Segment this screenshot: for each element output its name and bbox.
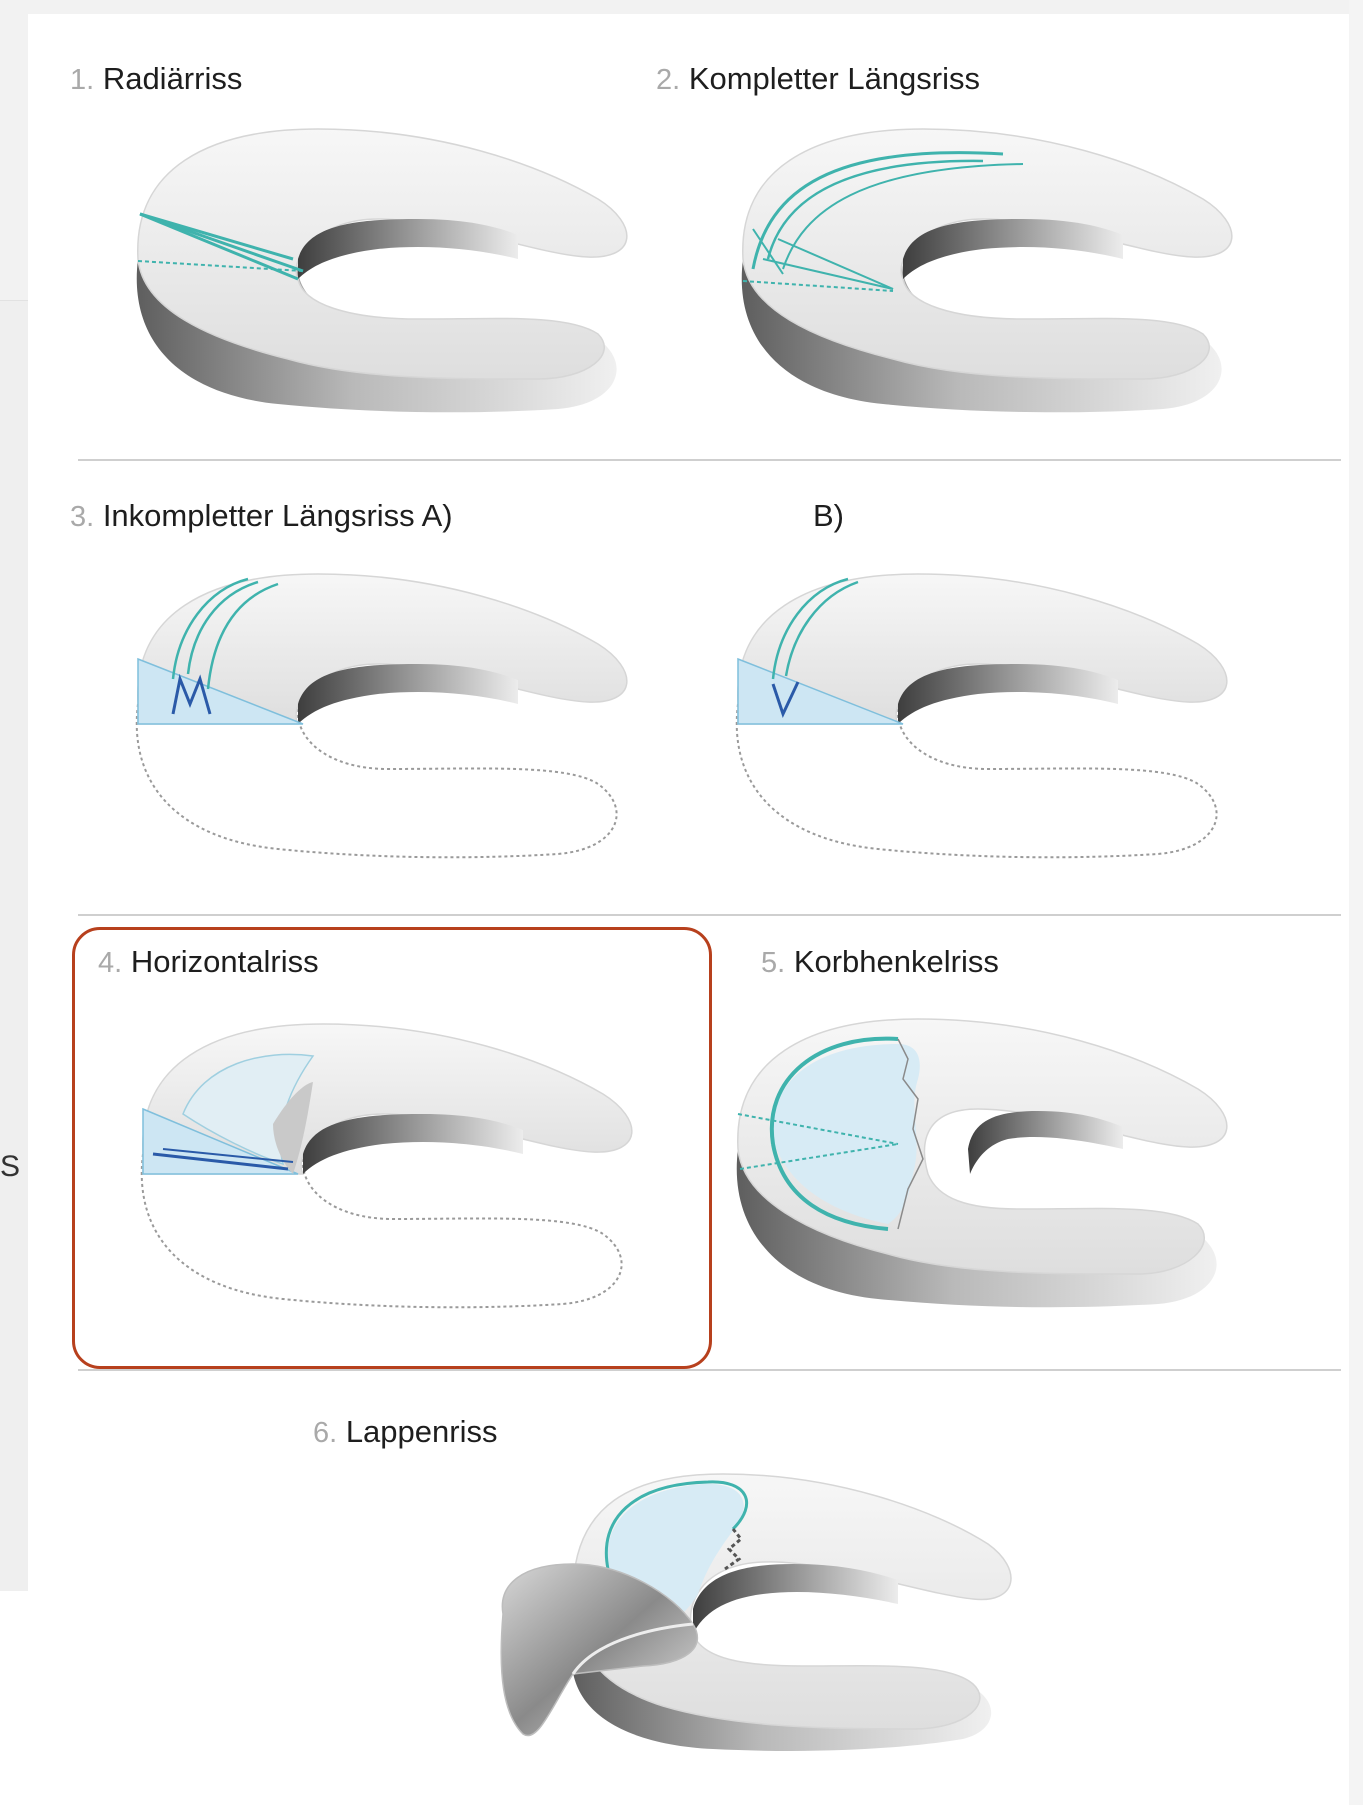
panel-3b-meniscus <box>737 574 1227 857</box>
panel-5-label: 5. Korbhenkelriss <box>761 944 999 980</box>
panel-3a-meniscus <box>137 574 627 857</box>
panel-6-meniscus <box>501 1474 1011 1751</box>
panel-2-label: 2. Kompletter Längsriss <box>656 61 980 97</box>
panel-6-label: 6. Lappenriss <box>313 1414 497 1450</box>
panel-4-title: Horizontalriss <box>131 944 319 979</box>
panel-3a-number: 3. <box>70 501 94 533</box>
meniscus-inner-rim <box>968 1111 1123 1174</box>
panel-2-title: Kompletter Längsriss <box>689 61 980 96</box>
row-separator-2 <box>78 914 1341 916</box>
panel-5-title: Korbhenkelriss <box>794 944 999 979</box>
window-top-edge <box>0 0 1363 14</box>
row-separator-1 <box>78 459 1341 461</box>
panel-6-title: Lappenriss <box>346 1414 498 1449</box>
meniscus-inner-rim <box>693 1564 898 1634</box>
panel-2-meniscus <box>742 129 1232 412</box>
panel-3a-label: 3. Inkompletter Längsriss A) <box>70 498 453 534</box>
window-right-edge <box>1349 0 1363 1805</box>
panel-2-number: 2. <box>656 64 680 96</box>
background-panel <box>0 300 28 1591</box>
row-separator-3 <box>78 1369 1341 1371</box>
panel-3a-title: Inkompletter Längsriss A) <box>103 498 453 533</box>
meniscus-drawings <box>28 14 1349 1805</box>
panel-1-number: 1. <box>70 64 94 96</box>
panel-1-title: Radiärriss <box>103 61 243 96</box>
panel-5-meniscus <box>737 1019 1227 1307</box>
panel-1-label: 1. Radiärriss <box>70 61 242 97</box>
panel-4-number: 4. <box>98 947 122 979</box>
meniscus-dotted-outline <box>737 704 1217 857</box>
panel-5-number: 5. <box>761 947 785 979</box>
panel-3b-title: B) <box>813 498 844 533</box>
meniscus-dotted-outline <box>137 704 617 857</box>
background-panel-top <box>0 0 28 300</box>
clipped-background-text: S <box>0 1150 20 1184</box>
panel-3b-label: B) <box>813 498 844 534</box>
highlight-horizontalriss <box>72 927 712 1369</box>
panel-4-label: 4. Horizontalriss <box>98 944 319 980</box>
panel-6-number: 6. <box>313 1417 337 1449</box>
panel-1-meniscus <box>137 129 627 412</box>
meniscus-tear-figure: 1. Radiärriss 2. Kompletter Längsriss 3.… <box>28 14 1349 1805</box>
